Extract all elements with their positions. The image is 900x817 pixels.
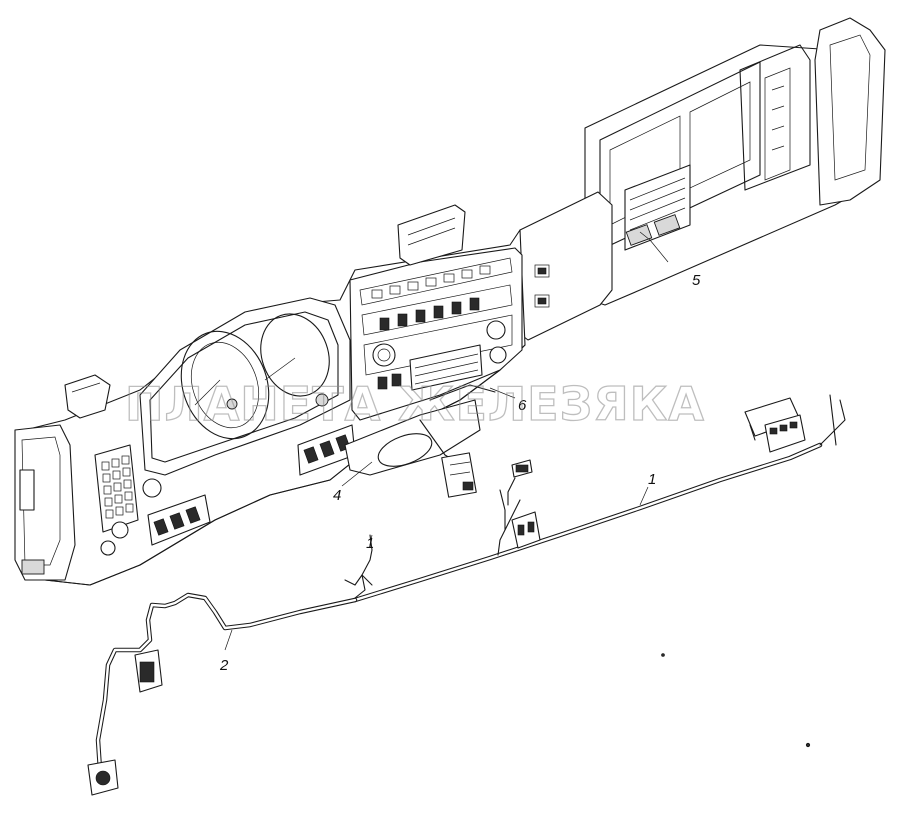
centre-console xyxy=(349,247,523,421)
callout-1-section: 1 xyxy=(366,535,374,552)
right-dash-section xyxy=(584,17,886,306)
callout-5: 5 xyxy=(692,272,701,289)
top-bracket xyxy=(397,204,466,266)
mark-dot xyxy=(661,653,665,657)
instrument-cluster xyxy=(139,297,351,476)
callout-1-harness: 1 xyxy=(648,471,656,488)
lower-left-switch-row xyxy=(147,494,211,546)
callout-4: 4 xyxy=(333,487,341,504)
lower-centre-switch-row xyxy=(297,424,356,476)
watermark-text: ПЛАНЕТА ЖЕЛЕЗЯКА xyxy=(125,377,705,431)
section-marker xyxy=(344,534,373,586)
wiring-harness-2 xyxy=(87,574,366,796)
callout-6: 6 xyxy=(518,397,527,414)
mark-dot xyxy=(805,742,811,748)
callout-2: 2 xyxy=(219,657,229,674)
left-top-bracket xyxy=(64,374,111,419)
left-end-cap xyxy=(14,424,76,581)
steering-column xyxy=(344,384,496,498)
wiring-harness-1 xyxy=(352,394,846,603)
leader-lines xyxy=(224,231,669,651)
glove-box-lid xyxy=(514,191,613,341)
left-switch-panel xyxy=(94,444,162,556)
